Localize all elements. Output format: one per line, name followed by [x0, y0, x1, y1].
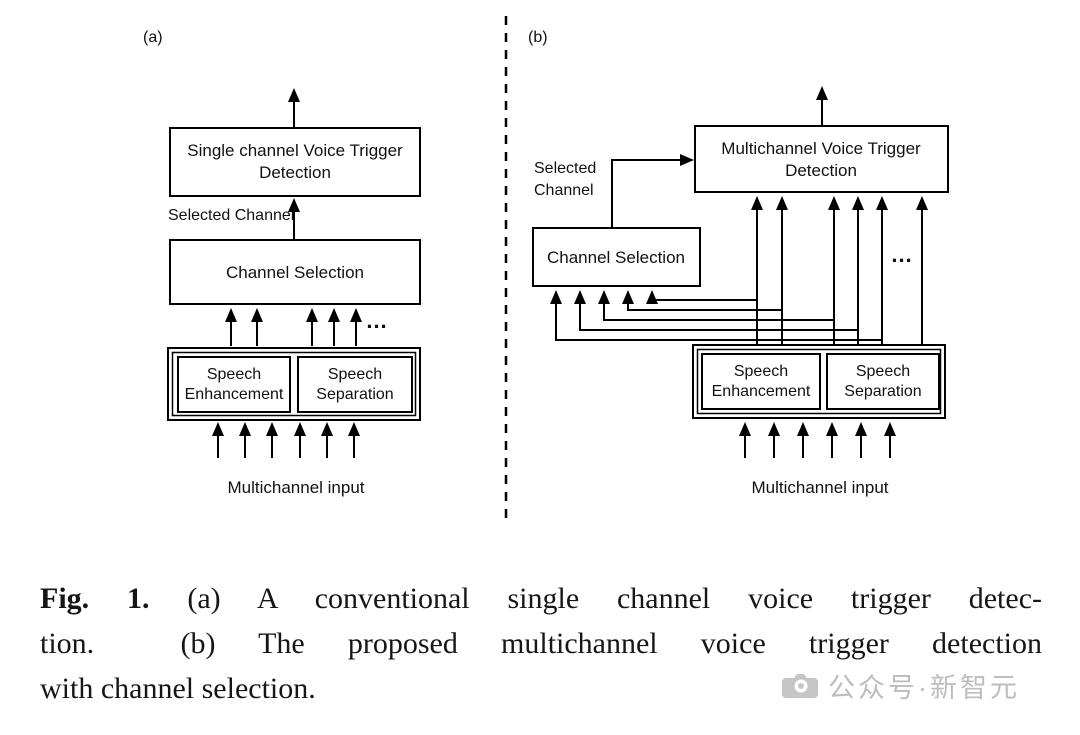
- watermark-text: 公众号·新智元: [828, 673, 1020, 703]
- caption-line-3: with channel selection.: [40, 672, 316, 705]
- multichannel-input-label-a: Multichannel input: [227, 478, 364, 497]
- caption-line-2: tion. (b) The proposed multichannel voic…: [40, 627, 1042, 660]
- multichannel-input-label-b: Multichannel input: [751, 478, 888, 497]
- multichannel-detector-label-line1: Multichannel Voice Trigger: [721, 139, 921, 158]
- multichannel-detector-box: [694, 125, 949, 193]
- speech-separation-label-b-line2: Separation: [844, 383, 921, 400]
- speech-separation-label-b-line1: Speech: [856, 363, 910, 380]
- speech-separation-label-a-line2: Separation: [316, 386, 393, 403]
- speech-enhancement-box-b: [701, 353, 821, 410]
- caption-line-1-text: (a) A conventional single channel voice …: [149, 582, 1042, 615]
- speech-separation-box-b: [826, 353, 940, 410]
- frontend-container-inner-a: [171, 351, 417, 417]
- channel-selection-label-a: Channel Selection: [226, 263, 364, 282]
- selected-channel-label-a: Selected Channel: [168, 207, 294, 224]
- panel-a-label: (a): [143, 29, 163, 46]
- frontend-to-detector-arrows-b: [751, 196, 928, 345]
- selected-channel-label-b-line2: Channel: [534, 182, 594, 199]
- watermark-camera-icon: [782, 673, 818, 698]
- single-channel-detector-box: [169, 127, 421, 197]
- selected-channel-label-b-line1: Selected: [534, 160, 596, 177]
- panel-a: (a) Single channel Voice Trigger Detecti…: [143, 29, 421, 497]
- input-arrows-a: [212, 422, 360, 458]
- watermark: 公众号·新智元: [782, 666, 1020, 705]
- speech-separation-label-a-line1: Speech: [328, 366, 382, 383]
- caption-line-1: Fig. 1. (a) A conventional single channe…: [40, 576, 1042, 621]
- speech-enhancement-label-a-line1: Speech: [207, 366, 261, 383]
- speech-enhancement-label-b-line2: Enhancement: [712, 383, 811, 400]
- selection-to-detector-arrow-b: [611, 154, 694, 228]
- caption-fig-label: Fig. 1.: [40, 582, 150, 615]
- channel-selection-label-b: Channel Selection: [547, 248, 685, 267]
- figure-caption: Fig. 1. (a) A conventional single channe…: [40, 576, 1042, 711]
- single-channel-detector-label-line2: Detection: [259, 163, 331, 182]
- frontend-to-selection-arrows-a: [225, 308, 362, 346]
- multichannel-detector-label-line2: Detection: [785, 161, 857, 180]
- speech-enhancement-label-a-line2: Enhancement: [185, 386, 284, 403]
- ellipsis-b: ...: [891, 242, 912, 267]
- single-channel-detector-label-line1: Single channel Voice Trigger: [187, 141, 403, 160]
- channel-selection-box-a: [169, 239, 421, 305]
- channel-selection-box-b: [532, 227, 701, 287]
- channel-branch-arrows-b: [550, 290, 882, 341]
- frontend-container-inner-b: [696, 348, 942, 415]
- panel-b: (b) Multichannel Voice Trigger Detection…: [528, 29, 949, 497]
- figure-diagram: (a) Single channel Voice Trigger Detecti…: [143, 16, 949, 520]
- input-arrows-b: [739, 422, 896, 458]
- ellipsis-a: ...: [366, 308, 387, 333]
- speech-enhancement-label-b-line1: Speech: [734, 363, 788, 380]
- speech-separation-box-a: [297, 356, 413, 413]
- speech-enhancement-box-a: [177, 356, 291, 413]
- panel-b-label: (b): [528, 29, 548, 46]
